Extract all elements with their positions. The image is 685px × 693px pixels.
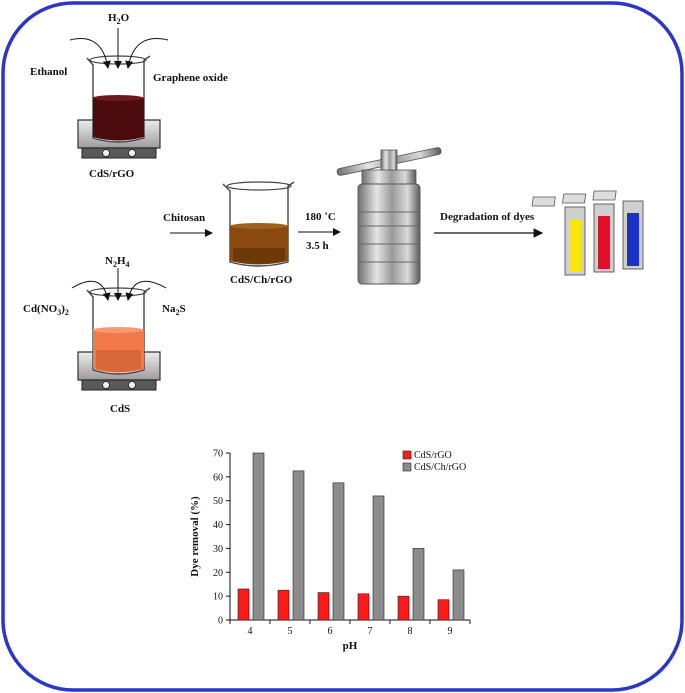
legend-swatch [402, 462, 412, 472]
bar-cds-rgo-ph-7 [357, 593, 370, 621]
yellow-cuvette [531, 196, 586, 276]
y-tick-label: 10 [213, 592, 223, 603]
degradation-label: Degradation of dyes [440, 211, 535, 223]
chitosan-label: Chitosan [163, 212, 206, 224]
y-tick-label: 0 [218, 616, 223, 627]
bar-cds-rgo-ph-4 [237, 588, 250, 621]
legend-label: CdS/rGO [414, 450, 452, 461]
cds-rgo-product-label: CdS/rGO [89, 168, 135, 180]
y-tick-label: 50 [213, 496, 223, 507]
bar-cds-rgo-ph-9 [437, 599, 450, 621]
cadmium-nitrate-label: Cd(NO3)2 [23, 303, 69, 318]
y-tick-label: 20 [213, 568, 223, 579]
hydrazine-label: N2H4 [105, 255, 130, 270]
sodium-sulfide-label: Na2S [162, 303, 186, 318]
autoclave [336, 147, 442, 285]
ethanol-label: Ethanol [30, 66, 68, 78]
chart-axes: pH Dye removal (%) [189, 453, 470, 652]
temperature-label: 180 ˚C [305, 211, 336, 223]
bar-cds-ch-rgo-ph-9 [452, 569, 465, 621]
bar-cds-ch-rgo-ph-5 [292, 470, 305, 621]
y-tick-label: 40 [213, 520, 223, 531]
cds-ch-rgo-product-label: CdS/Ch/rGO [230, 274, 293, 286]
legend-swatch [402, 450, 412, 460]
y-tick-label: 30 [213, 544, 223, 555]
x-axis-label: pH [343, 640, 358, 652]
bar-cds-rgo-ph-8 [397, 595, 410, 621]
bar-cds-ch-rgo-ph-8 [412, 548, 425, 621]
chart-bars [237, 452, 465, 621]
bottom-feed-arrows [71, 268, 167, 301]
bar-cds-ch-rgo-ph-6 [332, 482, 345, 621]
graphene-oxide-label: Graphene oxide [153, 72, 228, 84]
water-label: H2O [108, 12, 130, 27]
chart-ticks: 0 10 20 30 40 50 60 70 4 5 6 7 8 9 [213, 449, 471, 637]
y-tick-label: 70 [213, 449, 223, 460]
x-tick-label: 5 [288, 626, 293, 637]
x-tick-label: 8 [408, 626, 413, 637]
bar-cds-ch-rgo-ph-7 [372, 495, 385, 621]
bar-cds-rgo-ph-5 [277, 589, 290, 621]
bottom-beaker [86, 287, 151, 375]
y-axis-label: Dye removal (%) [189, 496, 201, 577]
x-tick-label: 7 [368, 626, 373, 637]
middle-beaker [222, 181, 295, 267]
x-tick-label: 4 [248, 626, 253, 637]
cds-product-label: CdS [110, 403, 131, 415]
bar-cds-rgo-ph-6 [317, 592, 330, 621]
legend-label: CdS/Ch/rGO [414, 462, 466, 473]
x-tick-label: 9 [448, 626, 453, 637]
blue-cuvette [592, 190, 644, 270]
red-cuvette [562, 193, 615, 273]
bar-cds-ch-rgo-ph-4 [252, 452, 265, 621]
top-beaker [86, 55, 151, 143]
time-label: 3.5 h [306, 240, 329, 252]
y-tick-label: 60 [213, 472, 223, 483]
x-tick-label: 6 [328, 626, 333, 637]
top-feed-arrows [69, 28, 169, 69]
